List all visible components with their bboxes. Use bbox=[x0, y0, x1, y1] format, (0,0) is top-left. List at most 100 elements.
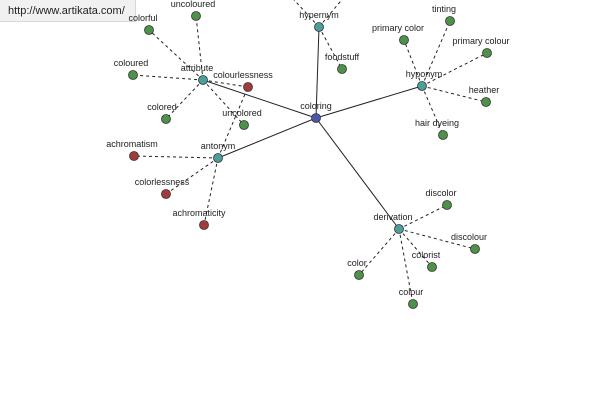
node-dot-colour[interactable] bbox=[408, 299, 418, 309]
node-discolor[interactable]: discolor bbox=[425, 188, 457, 210]
node-colorlessness[interactable]: colorlessness bbox=[135, 177, 190, 199]
node-colour[interactable]: colour bbox=[399, 287, 424, 309]
node-dot-achromatism[interactable] bbox=[129, 151, 139, 161]
node-colorful[interactable]: colorful bbox=[128, 13, 158, 35]
node-color[interactable]: color bbox=[347, 258, 367, 280]
graph-nodes: coloring hypernym hyponym attribute antonym d… bbox=[106, 0, 510, 309]
node-achromaticity[interactable]: achromaticity bbox=[172, 208, 226, 230]
node-label-coloured: coloured bbox=[114, 58, 149, 68]
node-label-achromaticity: achromaticity bbox=[172, 208, 226, 218]
node-label-colorlessness: colorlessness bbox=[135, 177, 190, 187]
node-dot-discolour[interactable] bbox=[470, 244, 480, 254]
edge-attribute-uncoloured_top bbox=[195, 15, 204, 81]
node-label-hypernym: hypernym bbox=[299, 10, 339, 20]
node-dot-colourlessness[interactable] bbox=[243, 82, 253, 92]
node-dot-attribute[interactable] bbox=[198, 75, 208, 85]
edge-attribute-uncolored bbox=[202, 79, 245, 126]
edge-derivation-discolor bbox=[398, 204, 448, 230]
node-dot-coloured[interactable] bbox=[128, 70, 138, 80]
url-banner[interactable]: http://www.artikata.com/ bbox=[0, 0, 136, 22]
node-label-achromatism: achromatism bbox=[106, 139, 158, 149]
edge-attribute-colourlessness bbox=[202, 79, 249, 88]
node-dot-tinting[interactable] bbox=[445, 16, 455, 26]
node-hyponym[interactable]: hyponym bbox=[406, 69, 443, 91]
node-hair_dyeing[interactable]: hair dyeing bbox=[415, 118, 459, 140]
node-foodstuff[interactable]: foodstuff bbox=[325, 52, 360, 74]
edge-derivation-colour bbox=[398, 228, 414, 305]
node-discolour[interactable]: discolour bbox=[451, 232, 487, 254]
node-coloured[interactable]: coloured bbox=[114, 58, 149, 80]
node-colorist[interactable]: colorist bbox=[412, 250, 441, 272]
node-label-uncoloured_top: uncoloured bbox=[171, 0, 216, 9]
node-label-color: color bbox=[347, 258, 367, 268]
node-label-hair_dyeing: hair dyeing bbox=[415, 118, 459, 128]
node-dot-hair_dyeing[interactable] bbox=[438, 130, 448, 140]
node-label-colourlessness: colourlessness bbox=[213, 70, 273, 80]
node-hypernym[interactable]: hypernym bbox=[299, 10, 339, 32]
edge-attribute-colorful bbox=[148, 29, 204, 81]
node-tinting[interactable]: tinting bbox=[432, 4, 456, 26]
node-label-coloring: coloring bbox=[300, 101, 332, 111]
node-dot-colorlessness[interactable] bbox=[161, 189, 171, 199]
node-dot-uncolored[interactable] bbox=[239, 120, 249, 130]
node-primary_colour[interactable]: primary colour bbox=[452, 36, 510, 58]
node-label-primary_color: primary color bbox=[372, 23, 424, 33]
node-dot-colorful[interactable] bbox=[144, 25, 154, 35]
edge-coloring-attribute bbox=[202, 79, 317, 119]
node-dot-colored[interactable] bbox=[161, 114, 171, 124]
node-dot-uncoloured_top[interactable] bbox=[191, 11, 201, 21]
node-dot-derivation[interactable] bbox=[394, 224, 404, 234]
node-coloring[interactable]: coloring bbox=[300, 101, 332, 123]
edge-attribute-colored bbox=[165, 79, 204, 120]
node-dot-colorist[interactable] bbox=[427, 262, 437, 272]
node-label-attribute: attribute bbox=[181, 63, 214, 73]
node-label-heather: heather bbox=[469, 85, 500, 95]
edge-derivation-color bbox=[358, 228, 400, 276]
node-dot-primary_color[interactable] bbox=[399, 35, 409, 45]
node-label-colorful: colorful bbox=[128, 13, 157, 23]
edge-coloring-hyponym bbox=[315, 85, 423, 119]
node-label-primary_colour: primary colour bbox=[452, 36, 509, 46]
node-label-hyponym: hyponym bbox=[406, 69, 443, 79]
edge-antonym-colorlessness bbox=[165, 157, 219, 195]
node-colored[interactable]: colored bbox=[147, 102, 177, 124]
node-label-derivation: derivation bbox=[373, 212, 412, 222]
edge-coloring-antonym bbox=[217, 117, 317, 159]
node-label-discolour: discolour bbox=[451, 232, 487, 242]
node-uncoloured_top[interactable]: uncoloured bbox=[171, 0, 216, 21]
node-primary_color[interactable]: primary color bbox=[372, 23, 424, 45]
graph-edges bbox=[132, 0, 488, 305]
node-dot-coloring[interactable] bbox=[311, 113, 321, 123]
node-dot-achromaticity[interactable] bbox=[199, 220, 209, 230]
node-colourlessness[interactable]: colourlessness bbox=[213, 70, 273, 92]
node-dot-heather[interactable] bbox=[481, 97, 491, 107]
node-dot-color[interactable] bbox=[354, 270, 364, 280]
node-label-uncolored: uncolored bbox=[222, 108, 262, 118]
node-attribute[interactable]: attribute bbox=[181, 63, 214, 85]
edge-hyponym-hair_dyeing bbox=[421, 85, 444, 136]
node-heather[interactable]: heather bbox=[469, 85, 500, 107]
node-label-colorist: colorist bbox=[412, 250, 441, 260]
edge-hyponym-heather bbox=[421, 85, 487, 103]
node-dot-hypernym[interactable] bbox=[314, 22, 324, 32]
node-derivation[interactable]: derivation bbox=[373, 212, 413, 234]
node-label-colored: colored bbox=[147, 102, 177, 112]
node-dot-hyponym[interactable] bbox=[417, 81, 427, 91]
edge-derivation-colorist bbox=[398, 228, 433, 268]
edge-hyponym-primary_colour bbox=[421, 52, 488, 87]
node-label-colour: colour bbox=[399, 287, 424, 297]
edge-attribute-coloured bbox=[132, 74, 204, 81]
node-uncolored[interactable]: uncolored bbox=[222, 108, 262, 130]
node-dot-antonym[interactable] bbox=[213, 153, 223, 163]
node-antonym[interactable]: antonym bbox=[201, 141, 236, 163]
node-dot-primary_colour[interactable] bbox=[482, 48, 492, 58]
edge-hypernym-hyp_up_left bbox=[293, 0, 320, 28]
node-label-foodstuff: foodstuff bbox=[325, 52, 360, 62]
node-achromatism[interactable]: achromatism bbox=[106, 139, 158, 161]
edge-antonym-achromatism bbox=[133, 155, 219, 159]
edge-antonym-colourlessness bbox=[217, 86, 249, 159]
node-dot-discolor[interactable] bbox=[442, 200, 452, 210]
node-dot-foodstuff[interactable] bbox=[337, 64, 347, 74]
edge-coloring-derivation bbox=[315, 117, 400, 230]
